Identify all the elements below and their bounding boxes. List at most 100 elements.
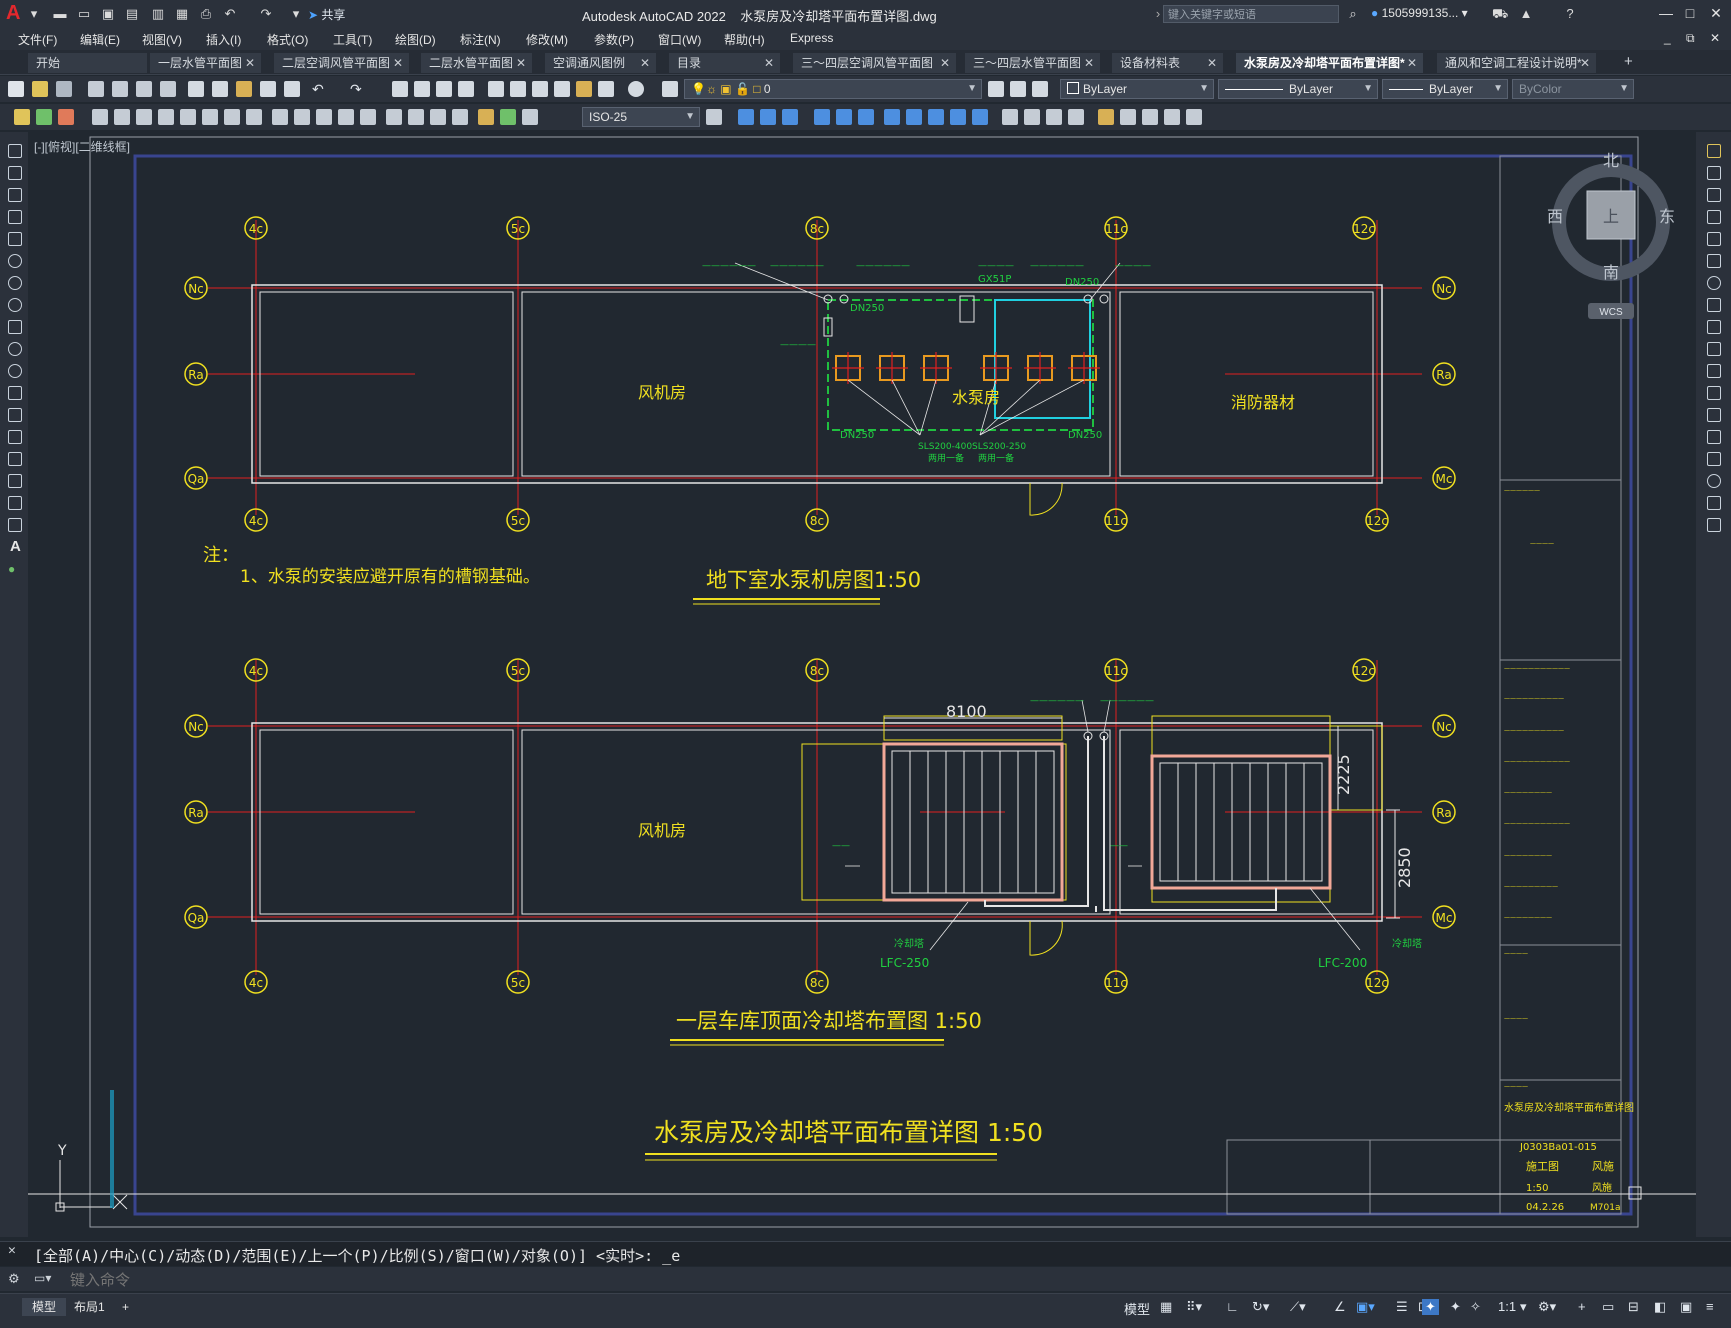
quick-dimension-icon[interactable] <box>272 109 288 125</box>
close-icon[interactable]: ✕ <box>639 56 650 70</box>
fillet-icon[interactable] <box>1068 109 1084 125</box>
revcloud-icon[interactable] <box>8 298 22 312</box>
copy-icon[interactable] <box>212 81 228 97</box>
app-menu-chevron-icon[interactable]: ▾ <box>30 6 38 21</box>
tab-file[interactable]: 二层水管平面图✕ <box>421 53 533 73</box>
arc-length-icon[interactable] <box>136 109 152 125</box>
publish-icon[interactable] <box>136 81 152 97</box>
array-icon[interactable] <box>1707 232 1721 246</box>
jogged-dimension-icon[interactable] <box>202 109 218 125</box>
move-icon[interactable] <box>1707 254 1721 268</box>
polyline-icon[interactable] <box>8 188 22 202</box>
autodesk-app-icon[interactable]: ▲ <box>1519 6 1533 21</box>
tab-file[interactable]: 二层空调风管平面图✕ <box>274 53 410 73</box>
ortho-icon[interactable]: ∟ <box>1226 1299 1239 1314</box>
3d-print-icon[interactable] <box>160 81 176 97</box>
menu-format[interactable]: 格式(O) <box>267 33 309 47</box>
menu-parametric[interactable]: 参数(P) <box>594 33 634 47</box>
isolate-objects-icon[interactable]: ◧ <box>1654 1299 1667 1314</box>
redo-icon[interactable]: ↷ <box>350 81 362 97</box>
mirror-icon[interactable] <box>782 109 798 125</box>
dimension-edit-icon[interactable] <box>478 109 494 125</box>
draworder-below-icon[interactable] <box>1186 109 1202 125</box>
angular-dimension-icon[interactable] <box>246 109 262 125</box>
radius-dimension-icon[interactable] <box>180 109 196 125</box>
tab-file[interactable]: 设备材料表✕ <box>1112 53 1224 73</box>
ordinate-dimension-icon[interactable] <box>158 109 174 125</box>
save-web-icon[interactable]: ▦ <box>175 6 189 21</box>
viewport-controls-label[interactable]: [-][俯视][二维线框] <box>34 140 131 154</box>
color-dropdown[interactable]: ByLayer▼ <box>1060 79 1214 99</box>
design-center-icon[interactable] <box>510 81 526 97</box>
save-as-icon[interactable]: ▤ <box>125 6 139 21</box>
compass-north[interactable]: 北 <box>1603 152 1619 170</box>
ellipse-arc-icon[interactable] <box>8 364 22 378</box>
gradient-icon[interactable] <box>8 474 22 488</box>
markup-icon[interactable] <box>576 81 592 97</box>
menu-express[interactable]: Express <box>790 31 834 45</box>
copy-object-icon[interactable] <box>760 109 776 125</box>
undo-icon[interactable]: ↶ <box>224 6 236 21</box>
ellipse-icon[interactable] <box>8 342 22 356</box>
tab-file[interactable]: 一层水管平面图✕ <box>150 53 262 73</box>
calculator-icon[interactable] <box>598 81 614 97</box>
explode-icon[interactable] <box>1707 518 1721 532</box>
menu-tools[interactable]: 工具(T) <box>333 33 373 47</box>
tab-file[interactable]: 目录✕ <box>669 53 781 73</box>
add-layout-icon[interactable]: + <box>122 1300 130 1314</box>
break-icon[interactable] <box>1002 109 1018 125</box>
new-tab-icon[interactable]: + <box>1624 53 1633 70</box>
properties-icon[interactable] <box>488 81 504 97</box>
menu-file[interactable]: 文件(F) <box>18 33 58 47</box>
compass-west[interactable]: 西 <box>1547 209 1563 226</box>
tab-file[interactable]: 通风和空调工程设计说明*✕ <box>1437 53 1597 73</box>
user-account[interactable]: ● 1505999135... ▾ <box>1371 6 1468 20</box>
object-snap-tracking-icon[interactable]: ∠ <box>1334 1299 1346 1314</box>
annotation-monitor-icon[interactable]: + <box>1578 1299 1586 1314</box>
lineweight-icon[interactable]: ☰ <box>1396 1299 1408 1314</box>
table-icon[interactable] <box>8 518 22 532</box>
insert-block-icon[interactable] <box>8 386 22 400</box>
layer-dropdown[interactable]: 💡☼ ▣ 🔓 □ 0▼ <box>684 79 982 99</box>
menu-insert[interactable]: 插入(I) <box>206 33 242 47</box>
join-icon[interactable] <box>1024 109 1040 125</box>
menu-draw[interactable]: 绘图(D) <box>395 33 436 47</box>
quick-properties-icon[interactable]: ⊟ <box>1628 1299 1639 1314</box>
open-web-icon[interactable]: ▥ <box>151 6 165 21</box>
doc-close-button[interactable]: ✕ <box>1710 31 1721 45</box>
fillet-icon[interactable] <box>1707 474 1721 488</box>
point-icon[interactable] <box>8 430 22 444</box>
construction-line-icon[interactable] <box>8 166 22 180</box>
jogged-linear-icon[interactable] <box>452 109 468 125</box>
linear-dimension-icon[interactable] <box>92 109 108 125</box>
join-icon[interactable] <box>1707 430 1721 444</box>
trim-icon[interactable] <box>950 109 966 125</box>
baseline-dimension-icon[interactable] <box>294 109 310 125</box>
menu-modify[interactable]: 修改(M) <box>526 33 568 47</box>
tab-layout1[interactable]: 布局1 <box>74 1300 105 1314</box>
object-snap-icon[interactable]: ▣▾ <box>1356 1299 1375 1314</box>
units-icon[interactable]: ▭ <box>1602 1299 1615 1314</box>
save-icon[interactable] <box>56 81 72 97</box>
viewcube[interactable]: 上 北 南 东 西 WCS <box>1547 152 1675 319</box>
wcs-menu-button[interactable] <box>1588 303 1634 319</box>
tab-active-file[interactable]: 水泵房及冷却塔平面布置详图*✕ <box>1236 53 1424 73</box>
center-mark-icon[interactable] <box>408 109 424 125</box>
layer-previous-icon[interactable] <box>1010 81 1026 97</box>
help-icon[interactable] <box>628 81 644 97</box>
extend-icon[interactable] <box>1707 364 1721 378</box>
close-command-icon[interactable]: ✕ <box>8 1243 16 1258</box>
annotation-visibility-icon[interactable]: ✦ <box>1422 1299 1439 1315</box>
plot-icon[interactable] <box>88 81 104 97</box>
draworder-front-icon[interactable] <box>1120 109 1136 125</box>
circle-icon[interactable] <box>8 276 22 290</box>
make-current-layer-icon[interactable] <box>988 81 1004 97</box>
linetype-dropdown[interactable]: ByLayer▼ <box>1218 79 1378 99</box>
wrench-icon[interactable]: ⚙ <box>8 1271 20 1286</box>
share-button[interactable]: ➤ 共享 <box>308 6 345 23</box>
mirror-icon[interactable] <box>1707 188 1721 202</box>
layer-match-icon[interactable] <box>1032 81 1048 97</box>
line-icon[interactable] <box>8 144 22 158</box>
explode-icon[interactable] <box>1098 109 1114 125</box>
close-icon[interactable]: ✕ <box>763 56 774 70</box>
